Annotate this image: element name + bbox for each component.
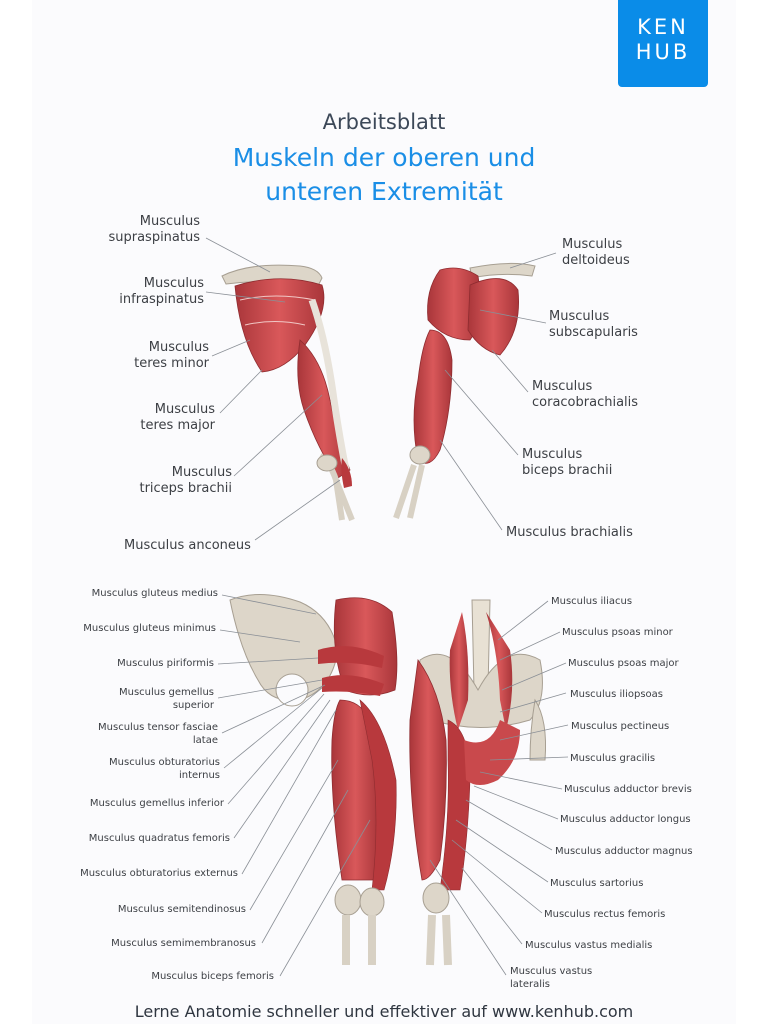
label-iliacus: Musculus iliacus [551,596,633,607]
logo-line-2: HUB [635,40,691,64]
label-gemellus-inferior: Musculus gemellus inferior [89,798,224,809]
label-anconeus: Musculus anconeus [124,538,251,553]
label-iliopsoas: Musculus iliopsoas [570,689,663,700]
footer-text: Lerne Anatomie schneller und effektiver … [134,1002,634,1021]
anterior-leg-figure [409,599,546,966]
label-adductor-longus: Musculus adductor longus [560,814,691,825]
label-gracilis: Musculus gracilis [570,753,656,764]
label-biceps-femoris: Musculus biceps femoris [151,971,274,982]
label-brachialis: Musculus brachialis [506,525,633,540]
kenhub-logo[interactable]: KEN HUB [618,0,708,87]
label-rectus-femoris: Musculus rectus femoris [544,909,666,920]
label-piriformis: Musculus piriformis [117,658,214,669]
label-vastus-medialis: Musculus vastus medialis [525,940,653,951]
title-line-2: unteren Extremität [265,177,503,206]
leader-lines [205,237,569,977]
label-semimembranosus: Musculus semimembranosus [111,938,256,949]
label-obturatorius-externus: Musculus obturatorius externus [80,868,238,879]
label-gluteus-medius: Musculus gluteus medius [91,588,218,599]
label-pectineus: Musculus pectineus [571,721,670,732]
label-gluteus-minimus: Musculus gluteus minimus [83,623,216,634]
worksheet-subtitle: Arbeitsblatt [322,110,446,134]
posterior-arm-figure [221,264,355,522]
label-psoas-major: Musculus psoas major [568,658,679,669]
logo-line-1: KEN [637,15,689,39]
label-adductor-brevis: Musculus adductor brevis [564,784,692,795]
label-psoas-minor: Musculus psoas minor [562,627,673,638]
worksheet-title: Muskeln der oberen und unteren Extremitä… [0,141,768,209]
posterior-leg-figure [229,593,398,965]
label-adductor-magnus: Musculus adductor magnus [555,846,693,857]
title-line-1: Muskeln der oberen und [232,143,536,172]
anterior-arm-figure [393,262,536,519]
label-sartorius: Musculus sartorius [550,878,644,889]
label-semitendinosus: Musculus semitendinosus [117,904,246,915]
label-quadratus-femoris: Musculus quadratus femoris [88,833,230,844]
